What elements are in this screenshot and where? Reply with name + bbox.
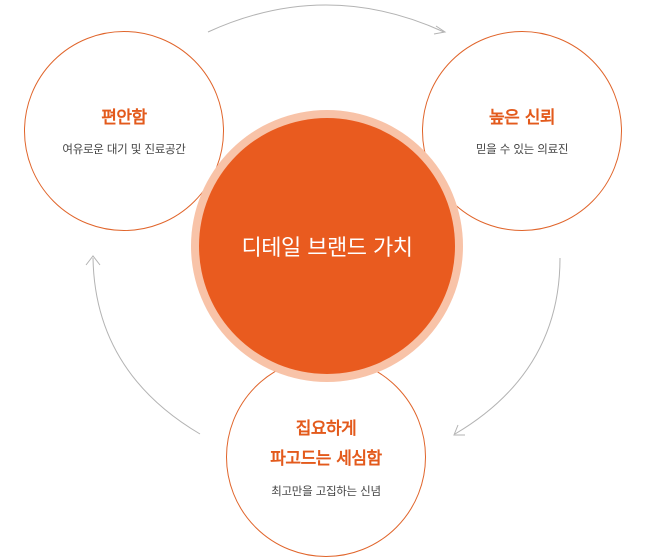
node-comfort-subtitle: 여유로운 대기 및 진료공간 xyxy=(62,142,186,156)
arrow-right-head xyxy=(453,424,465,436)
arrow-top xyxy=(207,4,445,33)
core-halo: 디테일 브랜드 가치 xyxy=(191,110,463,382)
node-trust-subtitle: 믿을 수 있는 의료진 xyxy=(475,142,569,156)
core-label: 디테일 브랜드 가치 xyxy=(241,236,413,261)
node-meticulous-title-line2: 파고드는 세심함 xyxy=(270,449,382,469)
node-meticulous: 집요하게 파고드는 세심함 최고만을 고집하는 신념 xyxy=(226,357,426,557)
node-meticulous-title-line1: 집요하게 xyxy=(295,419,357,439)
arrow-left-head xyxy=(85,255,101,266)
node-trust-title: 높은 신뢰 xyxy=(489,108,555,128)
arrow-right xyxy=(454,257,561,435)
core-circle: 디테일 브랜드 가치 xyxy=(199,118,455,374)
arrow-top-head xyxy=(433,25,447,35)
node-comfort-title: 편안함 xyxy=(101,108,147,128)
node-comfort: 편안함 여유로운 대기 및 진료공간 xyxy=(24,31,224,231)
node-trust: 높은 신뢰 믿을 수 있는 의료진 xyxy=(422,31,622,231)
node-meticulous-subtitle: 최고만을 고집하는 신념 xyxy=(271,484,381,498)
arrow-left xyxy=(92,257,201,435)
